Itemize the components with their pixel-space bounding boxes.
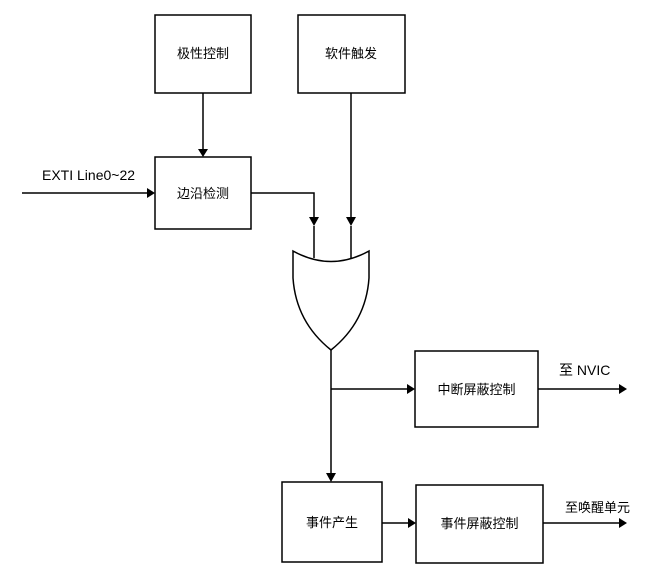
or-to-event-arrow bbox=[326, 473, 336, 482]
event-mask-block: 事件屏蔽控制 bbox=[415, 484, 544, 564]
edge-detect-label: 边沿检测 bbox=[177, 187, 229, 202]
event-to-mask-arrow bbox=[408, 518, 416, 528]
event-generation-label: 事件产生 bbox=[306, 516, 358, 531]
software-to-or-arrow bbox=[346, 217, 356, 226]
or-gate bbox=[292, 249, 370, 351]
edge-to-or-line bbox=[251, 192, 315, 218]
software-trigger-label: 软件触发 bbox=[325, 46, 377, 62]
software-trigger-block: 软件触发 bbox=[297, 14, 406, 94]
to-wakeup-label: 至唤醒单元 bbox=[565, 501, 630, 516]
polarity-to-edge-arrow bbox=[198, 149, 208, 157]
edge-detect-block: 边沿检测 bbox=[154, 156, 252, 230]
interrupt-mask-block: 中断屏蔽控制 bbox=[414, 350, 539, 428]
to-nvic-label: 至 NVIC bbox=[559, 362, 610, 378]
event-generation-block: 事件产生 bbox=[281, 481, 383, 563]
edge-to-or-arrow bbox=[309, 217, 319, 226]
input-signal-label: EXTI Line0~22 bbox=[42, 167, 135, 183]
interrupt-mask-label: 中断屏蔽控制 bbox=[437, 383, 515, 398]
to-nvic-arrow bbox=[619, 384, 627, 394]
event-mask-label: 事件屏蔽控制 bbox=[440, 517, 518, 532]
input-arrow bbox=[147, 188, 155, 198]
polarity-control-block: 极性控制 bbox=[154, 14, 252, 94]
to-wakeup-arrow bbox=[619, 518, 627, 528]
or-to-interrupt-mask-arrow bbox=[407, 384, 415, 394]
polarity-control-label: 极性控制 bbox=[177, 47, 229, 62]
